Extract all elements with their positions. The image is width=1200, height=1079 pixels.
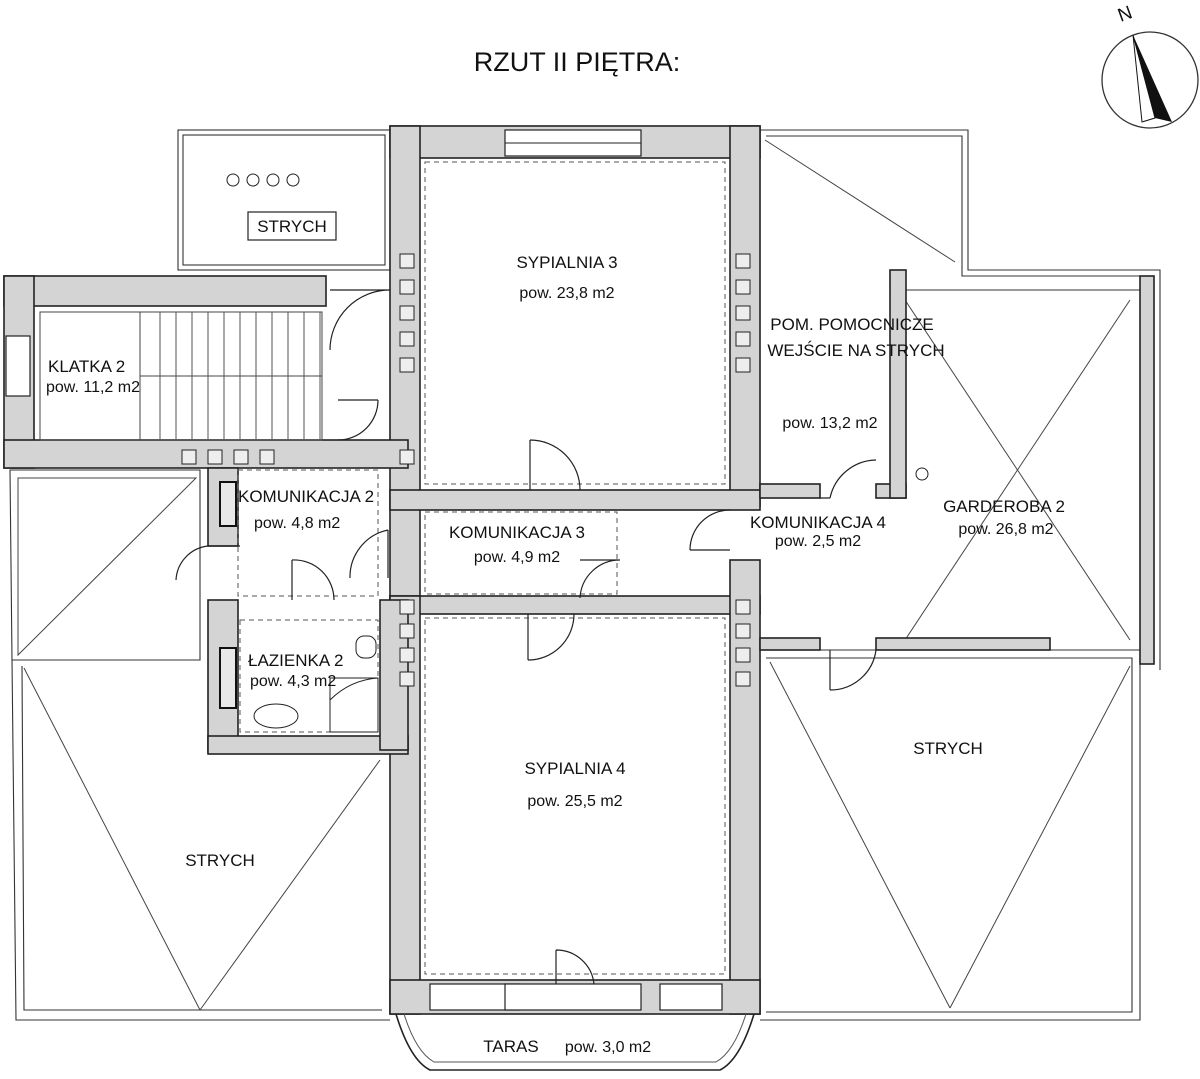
vent-circles-icon (226, 173, 929, 481)
sypialnia3-area: pow. 23,8 m2 (519, 285, 614, 302)
pom-pomocnicze-label-1: POM. POMOCNICZE (770, 315, 933, 334)
strych-right-label: STRYCH (913, 739, 983, 758)
north-arrow-icon: N (1101, 2, 1199, 129)
shower-icon (329, 677, 379, 733)
komunikacja4-area: pow. 2,5 m2 (775, 533, 861, 550)
north-label: N (1115, 2, 1135, 26)
klatka-label: KLATKA 2 (48, 357, 125, 376)
terrace-inner (403, 1013, 747, 1063)
garderoba-area: pow. 26,8 m2 (958, 521, 1053, 538)
washbasin-icon (253, 703, 299, 729)
windows (5, 129, 723, 1011)
taras-label: TARAS (483, 1037, 538, 1056)
pom-pomocnicze-area: pow. 13,2 m2 (782, 415, 877, 432)
doors (175, 289, 877, 985)
roof-outline (9, 129, 1161, 1021)
staircase (39, 311, 323, 441)
bathroom-fixtures (253, 635, 379, 733)
klatka-area: pow. 11,2 m2 (46, 379, 140, 396)
stair-steps (159, 312, 321, 440)
komunikacja2-label: KOMUNIKACJA 2 (238, 487, 374, 506)
sypialnia3-label: SYPIALNIA 3 (516, 253, 617, 272)
komunikacja3-area: pow. 4,9 m2 (474, 549, 560, 566)
komunikacja3-label: KOMUNIKACJA 3 (449, 523, 585, 542)
strych-left-label: STRYCH (185, 851, 255, 870)
taras-area: pow. 3,0 m2 (565, 1039, 651, 1056)
terrace-outline (395, 1013, 755, 1071)
chimney-vents (181, 253, 751, 709)
komunikacja4-label: KOMUNIKACJA 4 (750, 513, 886, 532)
toilet-icon (355, 635, 377, 659)
strych-top-frame (247, 211, 337, 241)
pom-pomocnicze-label-2: WEJŚCIE NA STRYCH (767, 341, 944, 360)
sypialnia4-label: SYPIALNIA 4 (524, 759, 625, 778)
garderoba-label: GARDEROBA 2 (943, 497, 1065, 516)
sypialnia4-area: pow. 25,5 m2 (527, 793, 622, 810)
lazienka-label: ŁAZIENKA 2 (248, 651, 343, 670)
plan-title: RZUT II PIĘTRA: (474, 47, 681, 77)
komunikacja2-area: pow. 4,8 m2 (254, 515, 340, 532)
lazienka-area: pow. 4,3 m2 (250, 673, 336, 690)
strych-top-label: STRYCH (257, 217, 327, 236)
